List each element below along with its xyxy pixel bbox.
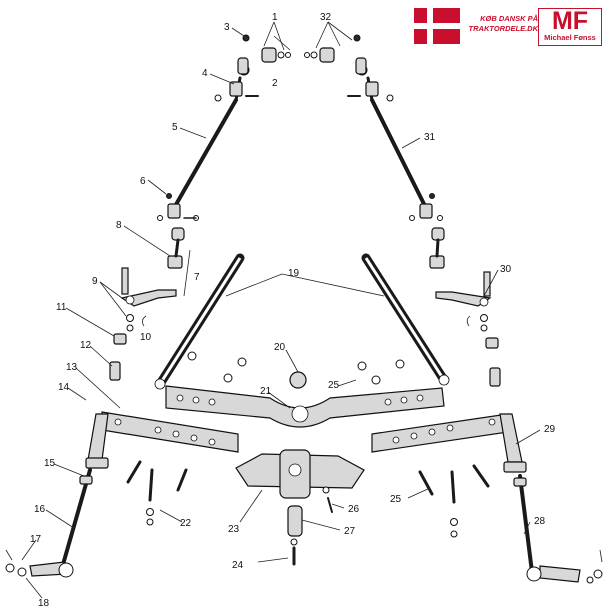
ball-joint-top-left bbox=[237, 34, 291, 76]
ball-stud-right bbox=[429, 227, 445, 269]
callout-labels: 1 2 3 4 5 6 7 8 9 10 11 12 13 14 15 16 1… bbox=[30, 12, 556, 609]
callout-26: 26 bbox=[348, 504, 360, 515]
sleeve-right bbox=[489, 367, 501, 387]
callout-25-lower: 25 bbox=[390, 494, 402, 505]
pivot-pin bbox=[287, 505, 303, 566]
axle-beam-center bbox=[165, 385, 445, 428]
callout-15: 15 bbox=[44, 458, 56, 469]
brand-name: Michael Fønss bbox=[544, 33, 596, 42]
spindle-left bbox=[5, 468, 93, 578]
callout-16: 16 bbox=[34, 504, 46, 515]
callout-6: 6 bbox=[140, 176, 146, 187]
callout-18: 18 bbox=[38, 598, 50, 609]
danish-flag-icon bbox=[414, 8, 460, 44]
ball-stud-left bbox=[167, 227, 185, 269]
tie-rod-left bbox=[172, 76, 242, 210]
bolts bbox=[126, 460, 490, 538]
axle-extension-left bbox=[85, 411, 239, 469]
callout-27: 27 bbox=[344, 526, 356, 537]
rod-clamp-upper-right bbox=[347, 81, 394, 102]
callout-3: 3 bbox=[224, 22, 230, 33]
mf-logo-box: MF Michael Fønss bbox=[538, 8, 602, 46]
callout-9: 9 bbox=[92, 276, 98, 287]
callout-21: 21 bbox=[260, 386, 272, 397]
callout-10: 10 bbox=[140, 332, 152, 343]
callout-2: 2 bbox=[272, 78, 278, 89]
rod-end-lower-left bbox=[157, 193, 199, 221]
callout-24: 24 bbox=[232, 560, 244, 571]
callout-13: 13 bbox=[66, 362, 78, 373]
axle-extension-right bbox=[371, 413, 527, 473]
callout-4: 4 bbox=[202, 68, 208, 79]
brand-logo: KØB DANSK PÅ TRAKTORDELE.DK MF Michael F… bbox=[414, 8, 602, 48]
callout-22: 22 bbox=[180, 518, 192, 529]
bushing-left bbox=[113, 333, 127, 345]
radius-rod-left bbox=[154, 253, 245, 390]
callout-29: 29 bbox=[544, 424, 556, 435]
callout-19: 19 bbox=[288, 268, 300, 279]
steering-arm-left bbox=[120, 267, 177, 332]
callout-11: 11 bbox=[56, 302, 67, 313]
leader-lines bbox=[21, 21, 541, 599]
callout-23: 23 bbox=[228, 524, 240, 535]
callout-30: 30 bbox=[500, 264, 512, 275]
callout-8: 8 bbox=[116, 220, 122, 231]
callout-32: 32 bbox=[320, 12, 332, 23]
callout-20: 20 bbox=[274, 342, 286, 353]
rod-clamp-upper-left bbox=[214, 81, 259, 102]
callout-31: 31 bbox=[424, 132, 436, 143]
callout-12: 12 bbox=[80, 340, 92, 351]
callout-25-upper: 25 bbox=[328, 380, 340, 391]
rod-end-lower-right bbox=[409, 193, 443, 221]
bushing-right bbox=[485, 337, 499, 349]
callout-7: 7 bbox=[194, 272, 200, 283]
pivot-bracket bbox=[235, 449, 365, 499]
ball-joint-top-right bbox=[304, 34, 368, 76]
callout-17: 17 bbox=[30, 534, 42, 545]
steering-arm-right bbox=[435, 271, 492, 332]
radius-rod-right bbox=[361, 253, 450, 386]
sleeve-left bbox=[109, 361, 121, 381]
brand-slogan: KØB DANSK PÅ TRAKTORDELE.DK bbox=[468, 14, 538, 33]
mf-logo-mark: MF bbox=[551, 7, 589, 35]
callout-14: 14 bbox=[58, 382, 70, 393]
callout-28: 28 bbox=[534, 516, 546, 527]
hardware-center bbox=[187, 351, 405, 389]
callout-1: 1 bbox=[272, 12, 278, 23]
tie-rod-right bbox=[366, 76, 428, 210]
spindle-right bbox=[513, 474, 603, 584]
callout-5: 5 bbox=[172, 122, 178, 133]
